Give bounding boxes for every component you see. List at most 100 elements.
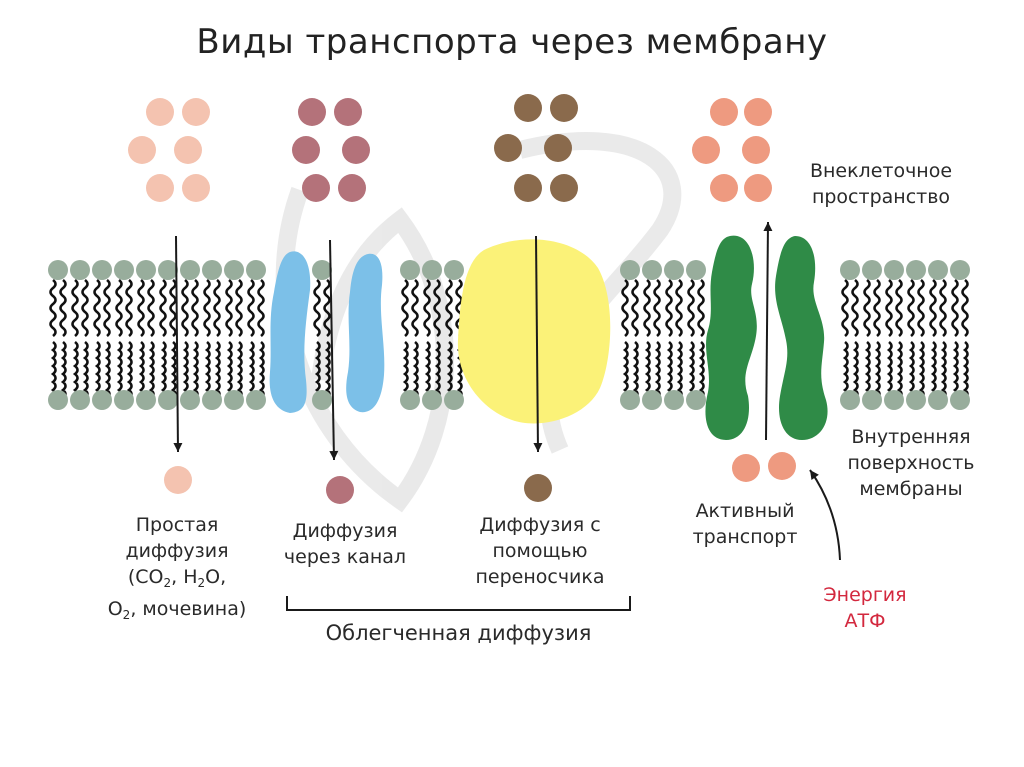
lipid-tail-top: [49, 278, 67, 338]
lipid-head-top: [246, 260, 266, 280]
particle: [146, 174, 174, 202]
lipid-head-top: [70, 260, 90, 280]
arrow-down-channel-head: [329, 450, 339, 460]
lipid-head-top: [950, 260, 970, 280]
carrier-diffusion-label: Диффузия с помощью переносчика: [475, 514, 605, 588]
arrow-down-simple-head: [173, 442, 183, 452]
facilitated-diffusion-bracket: [286, 596, 631, 611]
lipid-head-top: [224, 260, 244, 280]
lipid-head-bottom: [114, 390, 134, 410]
lipid-head-bottom: [312, 390, 332, 410]
lipid-tail-top: [115, 278, 133, 338]
lipid-head-top: [180, 260, 200, 280]
lipid-head-bottom: [136, 390, 156, 410]
particle: [164, 466, 192, 494]
lipid-tail-top: [247, 278, 265, 338]
lipid-tail-top: [621, 278, 639, 338]
particle: [544, 134, 572, 162]
pump-protein: [705, 235, 828, 440]
lipid-head-top: [620, 260, 640, 280]
lipid-tail-bottom: [952, 340, 969, 400]
lipid-head-top: [48, 260, 68, 280]
channel-protein-left-half: [269, 251, 311, 413]
particle: [768, 452, 796, 480]
lipid-head-bottom: [620, 390, 640, 410]
simple-diffusion-label: Простая диффузия (CO2, H2O, O2, мочевина…: [72, 512, 282, 628]
lipid-tail-top: [203, 278, 221, 338]
lipid-head-bottom: [884, 390, 904, 410]
lipid-head-bottom: [224, 390, 244, 410]
lipid-head-top: [642, 260, 662, 280]
carrier-protein: [457, 239, 611, 424]
arrow-up-active-head: [763, 222, 773, 232]
lipid-head-bottom: [422, 390, 442, 410]
lipid-tail-top: [929, 278, 947, 338]
lipid-tail-top: [137, 278, 155, 338]
membrane-bilayer: [48, 260, 970, 410]
lipid-head-bottom: [400, 390, 420, 410]
pump-protein-left-half: [705, 235, 757, 440]
particle: [338, 174, 366, 202]
lipid-head-bottom: [246, 390, 266, 410]
lipid-head-bottom: [840, 390, 860, 410]
lipid-head-bottom: [664, 390, 684, 410]
lipid-head-top: [400, 260, 420, 280]
lipid-tail-top: [159, 278, 177, 338]
lipid-tail-bottom: [424, 340, 441, 400]
particle: [334, 98, 362, 126]
lipid-tail-top: [445, 278, 463, 338]
lipid-tail-top: [423, 278, 441, 338]
particle: [710, 174, 738, 202]
atp-energy-label: Энергия АТФ: [823, 584, 907, 632]
particle: [744, 98, 772, 126]
particle: [710, 98, 738, 126]
lipid-head-bottom: [950, 390, 970, 410]
particle: [524, 474, 552, 502]
lipid-head-bottom: [180, 390, 200, 410]
particle: [514, 94, 542, 122]
arrow-down-channel: [329, 239, 335, 461]
particle: [174, 136, 202, 164]
lipid-head-bottom: [642, 390, 662, 410]
channel-protein: [269, 251, 385, 413]
lipid-tail-bottom: [666, 340, 683, 400]
lipid-tail-top: [71, 278, 89, 338]
lipid-tail-bottom: [886, 340, 903, 400]
lipid-head-top: [444, 260, 464, 280]
inner-surface-label: Внутренняя поверхность мембраны: [847, 426, 975, 500]
pump-protein-right-half: [775, 236, 828, 440]
simple-diffusion-examples-1: (CO2, H2O,: [127, 566, 227, 590]
lipid-tail-bottom: [50, 340, 67, 400]
particle: [550, 94, 578, 122]
extracellular-label: Внеклеточное пространство: [809, 160, 953, 208]
lipid-head-top: [422, 260, 442, 280]
arrow-down-carrier-head: [533, 442, 543, 452]
lipid-tail-bottom: [248, 340, 265, 400]
lipid-head-bottom: [686, 390, 706, 410]
particle: [692, 136, 720, 164]
arrow-up-active: [765, 221, 769, 441]
lipid-head-bottom: [158, 390, 178, 410]
simple-diffusion-examples-2: O2, мочевина): [107, 598, 247, 622]
channel-protein-right-half: [346, 253, 385, 413]
lipid-head-bottom: [92, 390, 112, 410]
particle: [494, 134, 522, 162]
particle: [732, 454, 760, 482]
arrows-layer: [173, 221, 841, 561]
lipid-tail-bottom: [204, 340, 221, 400]
lipid-tail-top: [907, 278, 925, 338]
lipid-tail-top: [951, 278, 969, 338]
lipid-head-bottom: [444, 390, 464, 410]
lipid-tail-bottom: [688, 340, 705, 400]
lipid-head-bottom: [202, 390, 222, 410]
lipid-head-top: [906, 260, 926, 280]
lipid-tail-bottom: [842, 340, 859, 400]
arrow-down-carrier: [535, 235, 539, 453]
lipid-tail-bottom: [908, 340, 925, 400]
particle: [182, 174, 210, 202]
lipid-tail-top: [841, 278, 859, 338]
lipid-head-top: [884, 260, 904, 280]
particle: [742, 136, 770, 164]
lipid-head-bottom: [48, 390, 68, 410]
lipid-head-top: [664, 260, 684, 280]
